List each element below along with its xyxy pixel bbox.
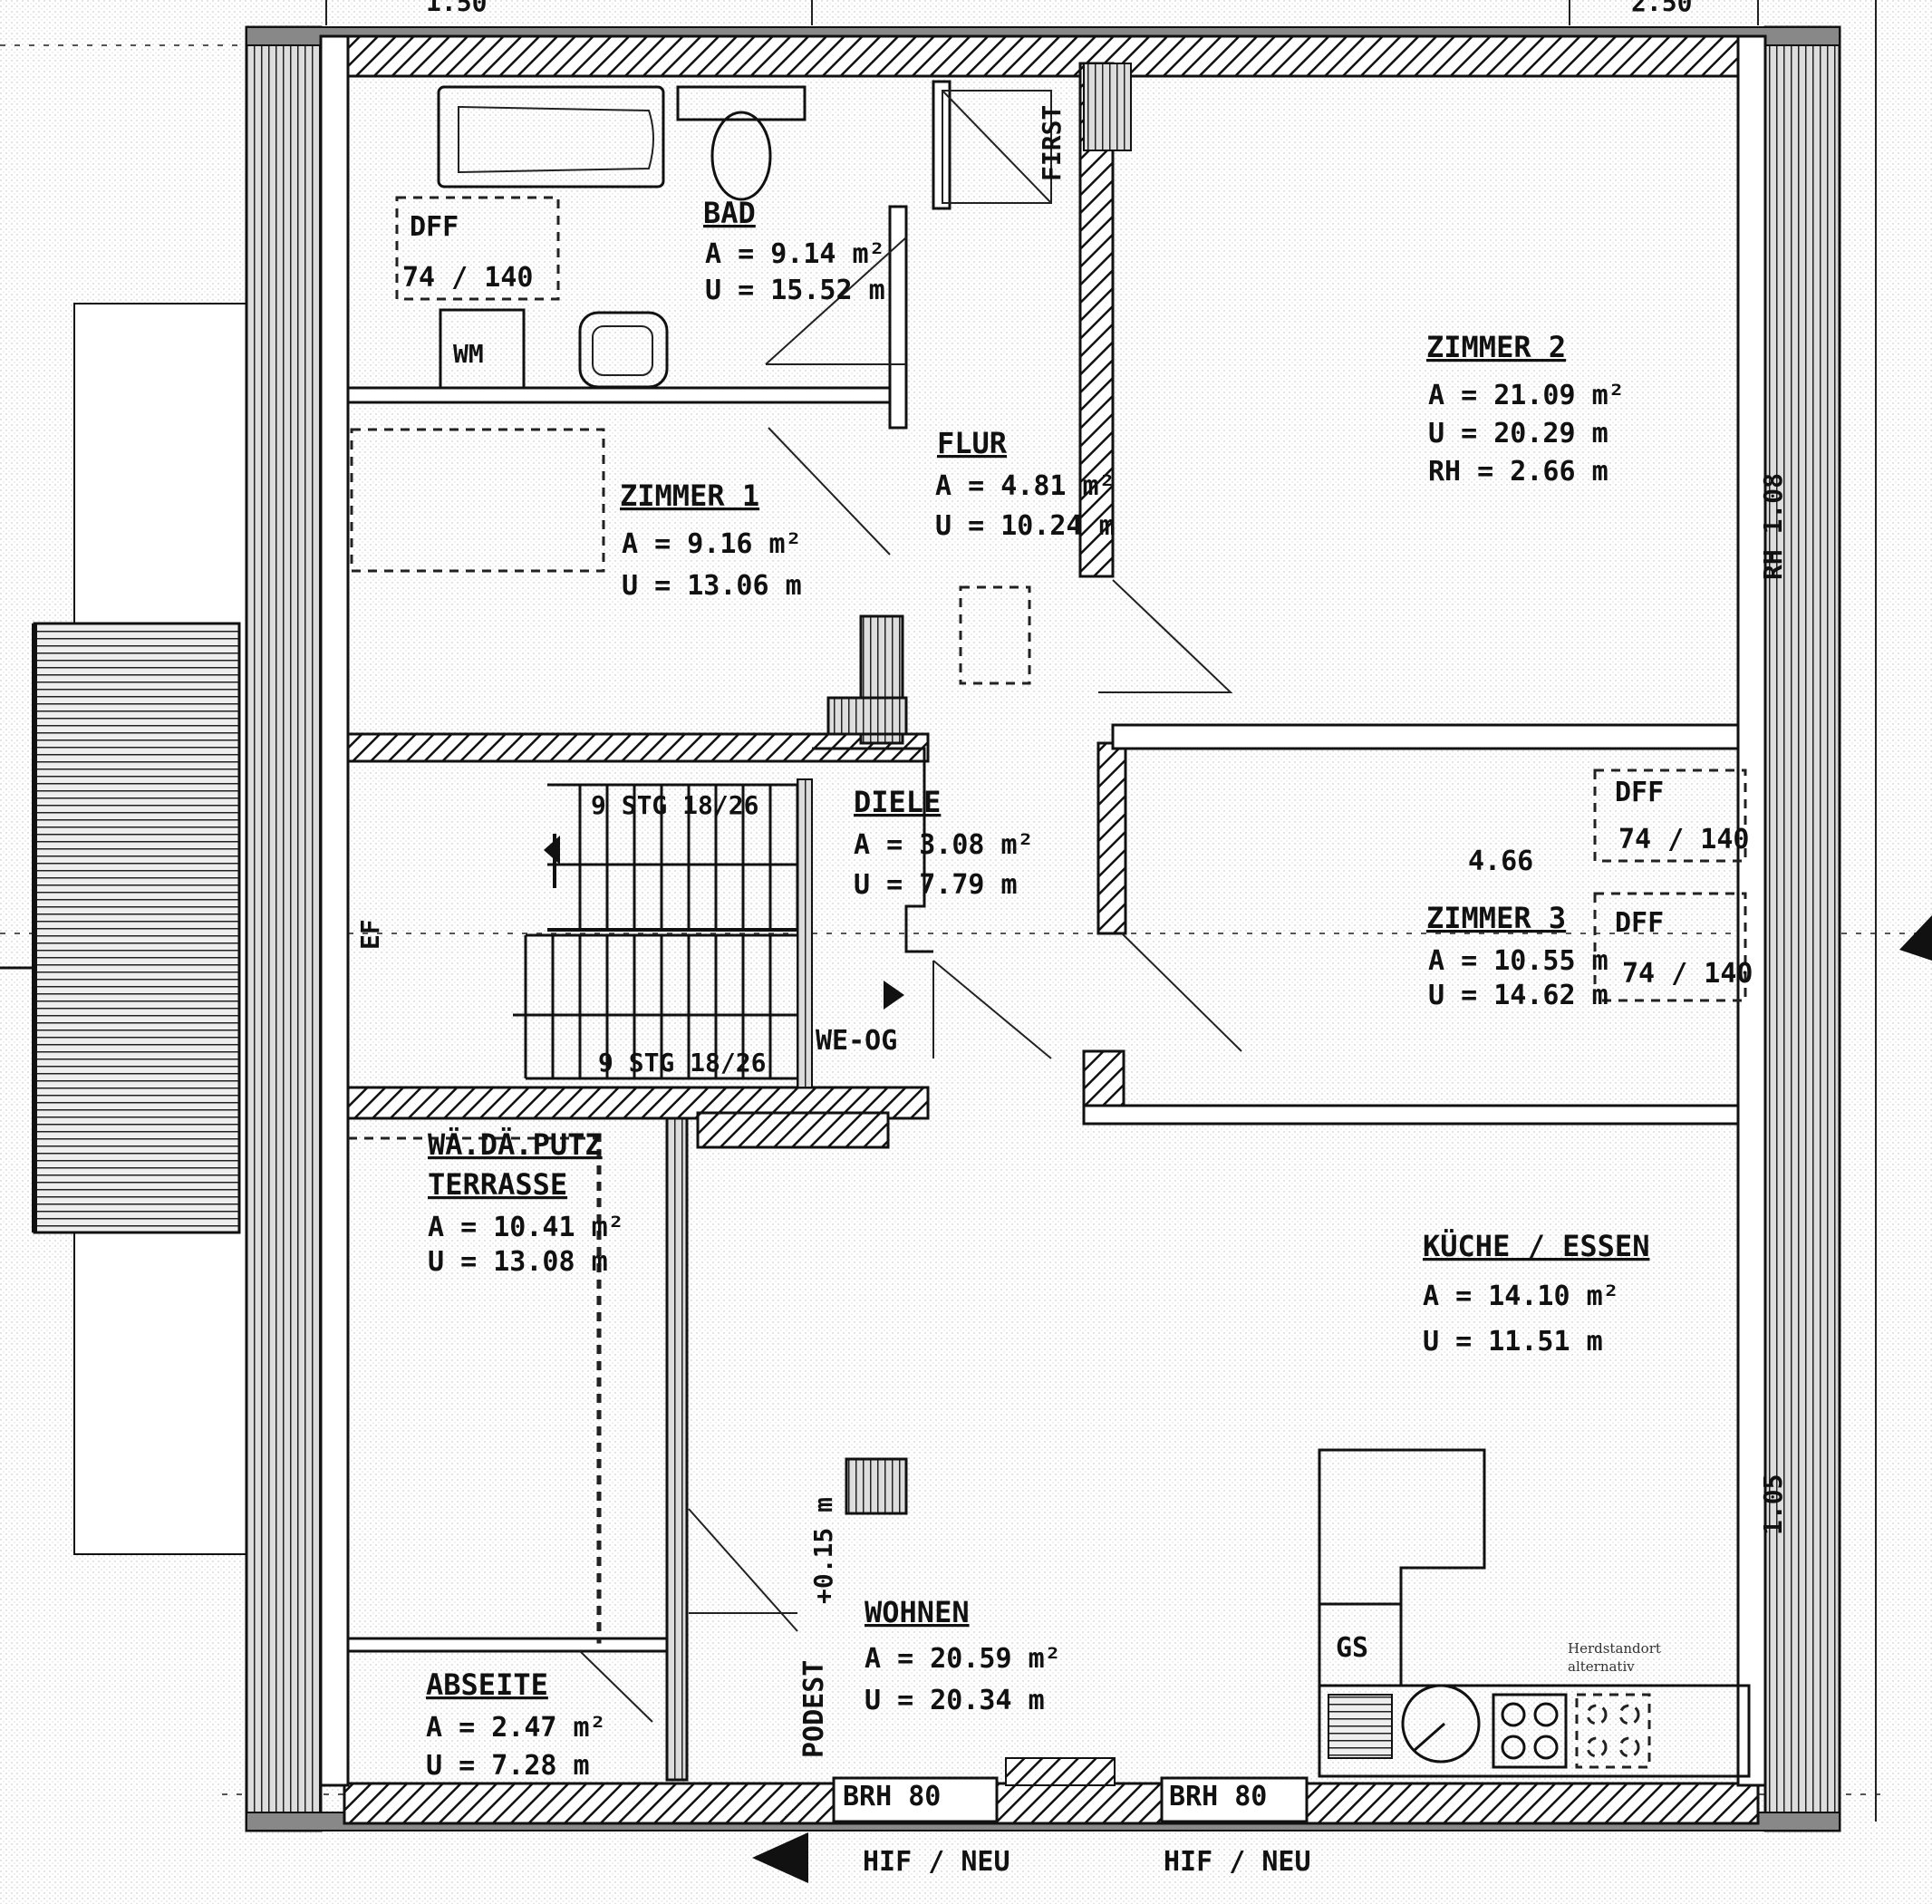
- hatched-walls: [319, 34, 1767, 1825]
- washing-machine-box: [439, 308, 526, 390]
- window-dff-zimmer3-upper: DFF 74 / 140: [1615, 777, 1750, 855]
- room-perimeter-bad: U = 15.52 m: [705, 275, 885, 306]
- window-label: DFF: [1615, 777, 1664, 808]
- window-size: 74 / 140: [1618, 824, 1750, 855]
- kitchen-counter: [1318, 1448, 1751, 1778]
- room-area-abseite: A = 2.47 m²: [426, 1712, 606, 1744]
- window-dff-bad: DFF 74 / 140: [402, 211, 534, 294]
- stove: [1492, 1693, 1568, 1769]
- podest-label: PODEST: [798, 1660, 830, 1758]
- toilet: [676, 85, 807, 121]
- stair-label-lower: 9 STG 18/26: [598, 1048, 766, 1078]
- hif-right-label: HIF / NEU: [1164, 1846, 1311, 1878]
- room-zimmer3: 4.66 ZIMMER 3 A = 10.55 m U = 14.62 m: [1426, 846, 1608, 1011]
- kitchen-sink: [1401, 1684, 1481, 1764]
- room-perimeter-kueche: U = 11.51 m: [1423, 1326, 1603, 1358]
- room-bad: BAD A = 9.14 m² U = 15.52 m: [703, 196, 885, 306]
- stair-arrow-icon: [884, 981, 904, 1010]
- room-area-diele: A = 3.08 m²: [854, 829, 1034, 861]
- room-name-kueche: KÜCHE / ESSEN: [1423, 1229, 1649, 1263]
- room-name-abseite: ABSEITE: [426, 1667, 548, 1702]
- room-area-kueche: A = 14.10 m²: [1423, 1281, 1619, 1312]
- washing-machine-label: WM: [453, 339, 484, 369]
- window-dff-zimmer3-lower: DFF 74 / 140: [1615, 907, 1753, 990]
- ef-label: EF: [355, 919, 385, 950]
- window-size: 74 / 140: [402, 262, 534, 294]
- podest-height-label: +0.15 m: [808, 1497, 838, 1604]
- rh-right-upper-label: RH 1.08: [1758, 473, 1788, 580]
- bottom-windows: [832, 1757, 1309, 1823]
- room-perimeter-abseite: U = 7.28 m: [426, 1750, 590, 1782]
- rh-right-lower-label: 1.05: [1758, 1474, 1788, 1535]
- stove-alternative: [1575, 1693, 1651, 1769]
- dishwasher-label: GS: [1336, 1632, 1368, 1664]
- room-name-zimmer3: ZIMMER 3: [1426, 901, 1566, 935]
- sink-drainboard: [1328, 1694, 1393, 1759]
- room-zimmer1: ZIMMER 1 A = 9.16 m² U = 13.06 m: [620, 478, 802, 602]
- room-perimeter-zimmer3: U = 14.62 m: [1428, 980, 1608, 1011]
- room-area-flur: A = 4.81 m²: [935, 470, 1116, 502]
- room-area-bad: A = 9.14 m²: [705, 238, 885, 270]
- room-name-wohnen: WOHNEN: [865, 1595, 970, 1629]
- room-area-wohnen: A = 20.59 m²: [865, 1643, 1061, 1675]
- herd-note-line1: Herdstandort: [1568, 1640, 1661, 1657]
- room-height-zimmer2: RH = 2.66 m: [1428, 456, 1608, 488]
- entry-arrow-left-icon: [752, 1832, 808, 1883]
- room-perimeter-wohnen: U = 20.34 m: [865, 1685, 1045, 1716]
- dim-top-right-label: 2.50: [1631, 0, 1692, 17]
- window-label: DFF: [410, 211, 459, 243]
- room-perimeter-diele: U = 7.79 m: [854, 869, 1018, 901]
- room-area-zimmer1: A = 9.16 m²: [622, 528, 802, 560]
- skylight-outlines: [348, 196, 1747, 1644]
- room-wohnen: WOHNEN A = 20.59 m² U = 20.34 m: [865, 1595, 1061, 1716]
- room-flur: FLUR A = 4.81 m² U = 10.24 m: [935, 426, 1116, 542]
- room-area-zimmer3: A = 10.55 m: [1428, 945, 1608, 977]
- room-zimmer2: ZIMMER 2 A = 21.09 m² U = 20.29 m RH = 2…: [1426, 330, 1625, 488]
- balcony: [32, 303, 247, 1555]
- brh-left-label: BRH 80: [843, 1781, 941, 1812]
- bathtub: [437, 85, 665, 188]
- room-perimeter-zimmer1: U = 13.06 m: [622, 570, 802, 602]
- room-diele: DIELE A = 3.08 m² U = 7.79 m: [854, 785, 1034, 901]
- herd-note-line2: alternativ: [1568, 1658, 1635, 1675]
- room-area-zimmer2: A = 21.09 m²: [1428, 380, 1625, 411]
- right-edge-arrow-icon: [1899, 915, 1932, 961]
- room-name-flur: FLUR: [937, 426, 1008, 460]
- entry-arrows: [544, 836, 1932, 1883]
- room-name-terrasse-line1: WÄ.DÄ.PUTZ: [428, 1127, 603, 1162]
- room-name-diele: DIELE: [854, 785, 941, 819]
- stair-we-og-label: WE-OG: [816, 1025, 897, 1057]
- bathroom-fixtures: [437, 85, 1052, 390]
- room-name-zimmer2: ZIMMER 2: [1426, 330, 1566, 364]
- first-label: FIRST: [1037, 105, 1067, 181]
- room-perimeter-flur: U = 10.24 m: [935, 510, 1116, 542]
- room-abseite: ABSEITE A = 2.47 m² U = 7.28 m: [426, 1667, 606, 1782]
- room-kueche: KÜCHE / ESSEN A = 14.10 m² U = 11.51 m: [1423, 1229, 1649, 1358]
- window-size: 74 / 140: [1622, 958, 1753, 990]
- door-swings: [579, 237, 1242, 1723]
- room-perimeter-zimmer2: U = 20.29 m: [1428, 418, 1608, 449]
- room-name-zimmer1: ZIMMER 1: [620, 478, 759, 513]
- sink: [578, 311, 669, 389]
- stair-label-upper: 9 STG 18/26: [591, 790, 758, 820]
- window-label: DFF: [1615, 907, 1664, 939]
- room-terrasse: WÄ.DÄ.PUTZ TERRASSE A = 10.41 m² U = 13.…: [428, 1127, 624, 1278]
- room-perimeter-terrasse: U = 13.08 m: [428, 1246, 608, 1278]
- room-name-terrasse-line2: TERRASSE: [428, 1167, 567, 1202]
- room-area-terrasse: A = 10.41 m²: [428, 1212, 624, 1243]
- hif-left-label: HIF / NEU: [863, 1846, 1010, 1878]
- staircase: [513, 783, 799, 1080]
- room-name-bad: BAD: [703, 196, 756, 230]
- brh-right-label: BRH 80: [1169, 1781, 1267, 1812]
- room-width-note: 4.66: [1468, 846, 1533, 877]
- dim-top-left-label: 1.50: [426, 0, 487, 17]
